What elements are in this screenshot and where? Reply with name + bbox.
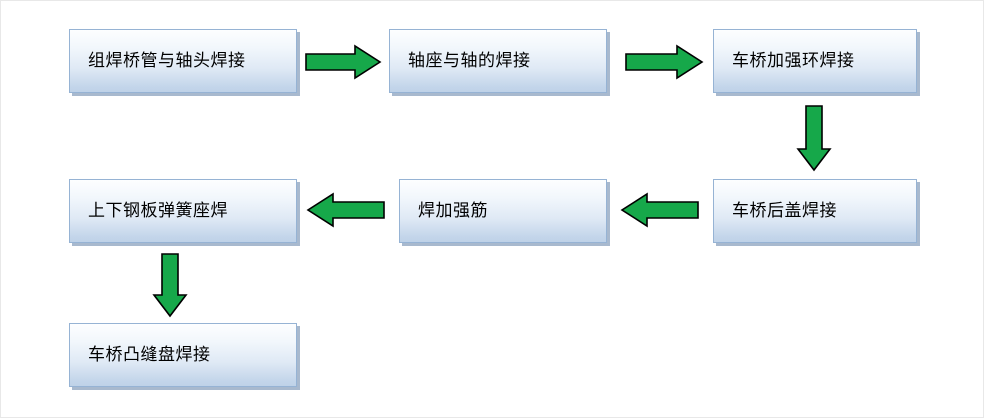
arrow-down-n3-to-n4 — [796, 105, 832, 172]
process-box-n5[interactable]: 焊加强筋 — [399, 179, 607, 243]
process-box-n2[interactable]: 轴座与轴的焊接 — [389, 29, 607, 93]
process-box-n7[interactable]: 车桥凸缝盘焊接 — [69, 323, 297, 387]
process-box-label: 组焊桥管与轴头焊接 — [88, 50, 246, 70]
process-box-label: 车桥凸缝盘焊接 — [88, 344, 211, 364]
process-box-n4[interactable]: 车桥后盖焊接 — [713, 179, 917, 243]
process-box-label: 轴座与轴的焊接 — [408, 50, 531, 70]
arrow-left-n5-to-n6 — [306, 192, 385, 228]
process-box-label: 车桥后盖焊接 — [732, 200, 837, 220]
process-box-label: 焊加强筋 — [418, 200, 488, 220]
arrow-down-n6-to-n7 — [152, 253, 188, 318]
process-box-label: 车桥加强环焊接 — [732, 50, 855, 70]
process-box-label: 上下钢板弹簧座焊 — [88, 200, 228, 220]
arrow-right-n2-to-n3 — [625, 44, 704, 80]
arrow-left-n4-to-n5 — [620, 192, 699, 228]
process-box-n1[interactable]: 组焊桥管与轴头焊接 — [69, 29, 297, 93]
arrow-right-n1-to-n2 — [305, 44, 382, 80]
process-box-n6[interactable]: 上下钢板弹簧座焊 — [69, 179, 297, 243]
process-box-n3[interactable]: 车桥加强环焊接 — [713, 29, 917, 93]
